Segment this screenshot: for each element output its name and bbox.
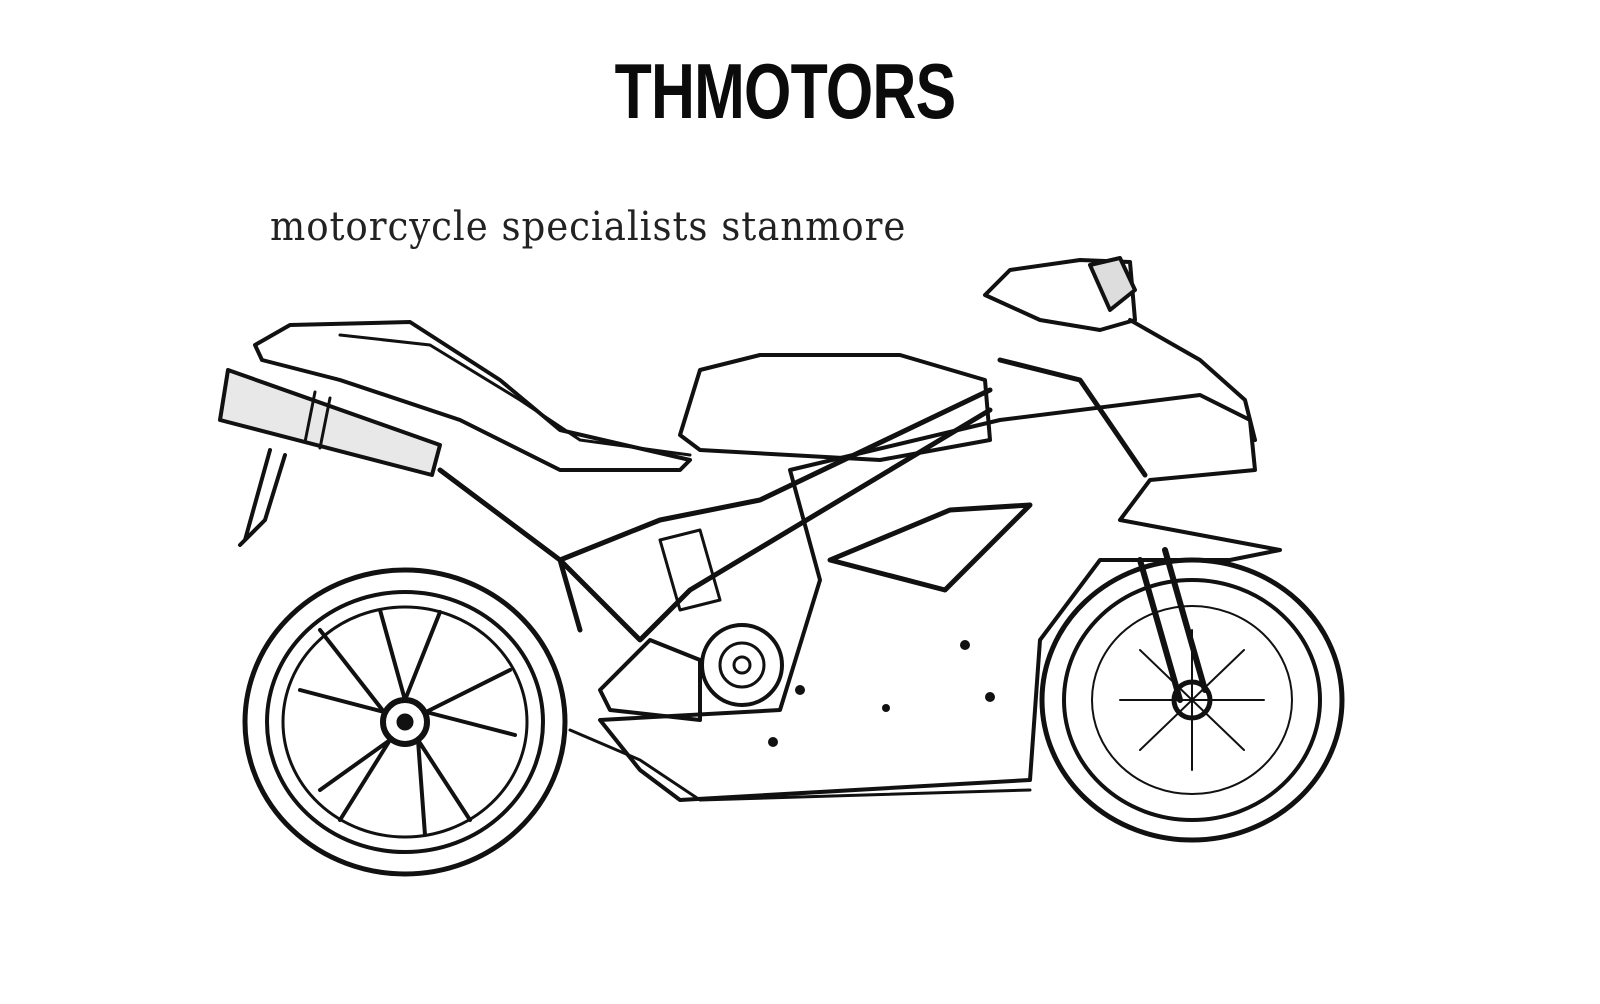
front-fork: [1137, 547, 1208, 703]
frame: [437, 387, 993, 643]
engine: [598, 528, 784, 722]
brand-title: THMOTORS: [614, 47, 957, 135]
seat: [338, 333, 692, 457]
tail-section: [253, 320, 692, 472]
fuel-tank: [678, 353, 992, 462]
rear-wheel: [242, 567, 568, 877]
fairing-vent: [827, 502, 1033, 593]
exhaust: [218, 368, 442, 477]
front-wheel: [1039, 557, 1345, 843]
belly-pan: [568, 728, 1032, 802]
handlebar: [997, 357, 1148, 478]
brand-tagline: motorcycle specialists stanmore: [270, 204, 907, 250]
front-cowl: [1128, 318, 1257, 442]
mirror: [1088, 256, 1137, 312]
fairing: [598, 393, 1282, 802]
fairing-bolts: [768, 640, 995, 747]
